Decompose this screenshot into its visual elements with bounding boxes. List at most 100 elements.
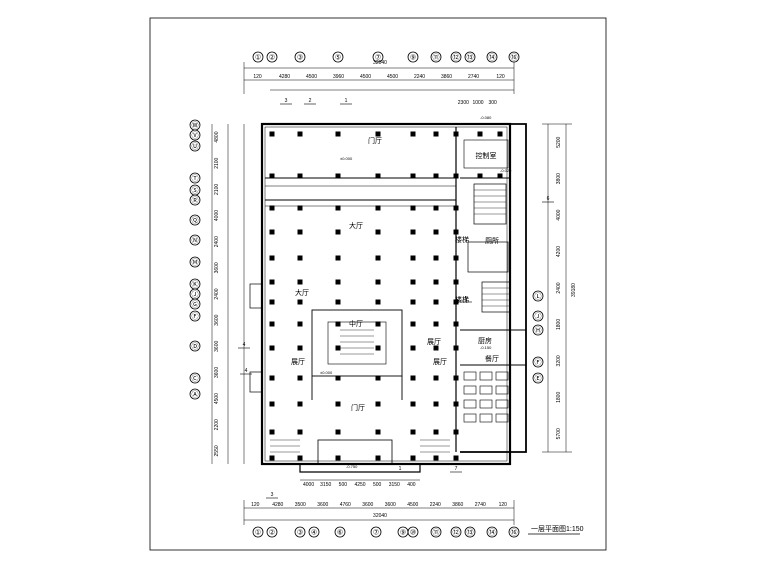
- bottom-dimension-value: 2240: [430, 502, 441, 508]
- axis-bubble: [486, 51, 498, 63]
- total-dimension-top: 32040: [373, 60, 387, 66]
- axis-bubble: [532, 372, 544, 384]
- bottom-dimension-value: 4280: [272, 502, 283, 508]
- left-dimension-value: 2200: [214, 419, 220, 430]
- axis-label: ③: [297, 529, 303, 537]
- column: [269, 429, 275, 435]
- bottom-axis-bubble: ⑯: [508, 526, 520, 538]
- column: [375, 255, 381, 261]
- column: [453, 429, 459, 435]
- left-axis-bubble: Ⓠ: [189, 214, 201, 226]
- bottom-axis-bubble: ②: [266, 526, 278, 538]
- left-dimension-value: 4000: [214, 210, 220, 221]
- total-dimension-bottom: 32040: [373, 513, 387, 519]
- column: [410, 255, 416, 261]
- top-dimension-small-value: 2300: [458, 100, 469, 106]
- axis-bubble: [189, 129, 201, 141]
- bottom-axis-bubble: ⑨: [397, 526, 409, 538]
- bottom-dimension-value: 3860: [452, 502, 463, 508]
- axis-bubble: [486, 526, 498, 538]
- axis-bubble: [189, 310, 201, 322]
- axis-bubble: [450, 526, 462, 538]
- left-dimension-value: 2100: [214, 157, 220, 168]
- top-dimension-lines: [243, 62, 515, 94]
- left-axis-bubble: Ⓝ: [189, 234, 201, 246]
- left-axis-bubble: Ⓡ: [189, 194, 201, 206]
- column: [297, 345, 303, 351]
- top-axis-bubble: ⑦: [372, 51, 384, 63]
- right-axis-bubble: Ⓔ: [532, 372, 544, 384]
- room-label: 厕所: [485, 236, 499, 245]
- left-axis-bubble: Ⓒ: [189, 372, 201, 384]
- axis-label: ⑩: [410, 529, 416, 537]
- axis-bubble: [532, 290, 544, 302]
- column: [433, 173, 439, 179]
- column: [375, 205, 381, 211]
- axis-bubble: [334, 526, 346, 538]
- bottom-dimension-value: 3600: [317, 502, 328, 508]
- left-dimension-texts: 4800210021004000240036002400360036003600…: [214, 131, 220, 456]
- dining-furniture: [463, 139, 509, 423]
- room-label: 门厅: [351, 403, 365, 412]
- top-axis-bubble: ⑪: [430, 51, 442, 63]
- column: [269, 205, 275, 211]
- axis-bubble: [189, 298, 201, 310]
- axis-label: Ⓖ: [192, 301, 199, 309]
- column: [375, 401, 381, 407]
- column: [410, 345, 416, 351]
- column: [297, 299, 303, 305]
- column: [375, 345, 381, 351]
- column: [375, 321, 381, 327]
- left-axis-bubble: Ⓥ: [189, 129, 201, 141]
- top-axis-bubble: ⑨: [407, 51, 419, 63]
- axis-label: ⑯: [511, 529, 518, 537]
- column: [433, 375, 439, 381]
- axis-bubble: [189, 234, 201, 246]
- column: [433, 429, 439, 435]
- axis-bubble: [189, 340, 201, 352]
- bottom-dimension-small-value: 3150: [389, 482, 400, 488]
- axis-label: ⑥: [337, 529, 343, 537]
- axis-label: Ⓛ: [535, 293, 542, 301]
- room-label: 门厅: [368, 136, 382, 145]
- bottom-dimension-value: 2740: [475, 502, 486, 508]
- column: [335, 321, 341, 327]
- left-axis-bubble: Ⓕ: [189, 310, 201, 322]
- bottom-dimension-small-value: 500: [373, 482, 382, 488]
- bottom-dimension-small-value: 500: [339, 482, 348, 488]
- section-mark-label: 7: [455, 466, 458, 472]
- column: [375, 429, 381, 435]
- room-label: 展厅: [433, 358, 447, 366]
- section-mark-label: 1: [345, 98, 348, 104]
- column: [335, 299, 341, 305]
- column: [410, 375, 416, 381]
- column: [297, 429, 303, 435]
- bottom-dimension-value: 120: [499, 502, 508, 508]
- axis-bubble: [532, 324, 544, 336]
- column: [335, 455, 341, 461]
- axis-bubble: [430, 526, 442, 538]
- axis-label: Ⓡ: [192, 197, 199, 205]
- column: [297, 131, 303, 137]
- top-axis-bubble: ②: [266, 51, 278, 63]
- axis-label: ①: [255, 529, 261, 537]
- room-labels: 门厅 大厅 展厅 展厅 展厅 楼梯 楼梯 厕所 门厅 中厅 大厅 厨房 餐厅 控…: [291, 136, 499, 412]
- bottom-axis-bubble: ⑥: [334, 526, 346, 538]
- left-dimension-value: 4800: [214, 131, 220, 142]
- axis-label: ⑦: [375, 54, 381, 62]
- section-mark-label: 6: [547, 196, 550, 202]
- right-axis-bubble: Ⓗ: [532, 324, 544, 336]
- axis-bubble: [370, 526, 382, 538]
- column: [297, 255, 303, 261]
- axis-label: ⑫: [453, 54, 460, 62]
- axis-label: ④: [311, 529, 317, 537]
- left-dimension-value: 3600: [214, 367, 220, 378]
- top-dimension-value: 2240: [414, 74, 425, 80]
- column: [410, 229, 416, 235]
- left-axis-bubble: Ⓢ: [189, 184, 201, 196]
- level-mark: ±0.000: [320, 370, 333, 375]
- bottom-dimension-value: 120: [251, 502, 260, 508]
- bottom-axis-bubble: ④: [308, 526, 320, 538]
- left-dimension-value: 3600: [214, 314, 220, 325]
